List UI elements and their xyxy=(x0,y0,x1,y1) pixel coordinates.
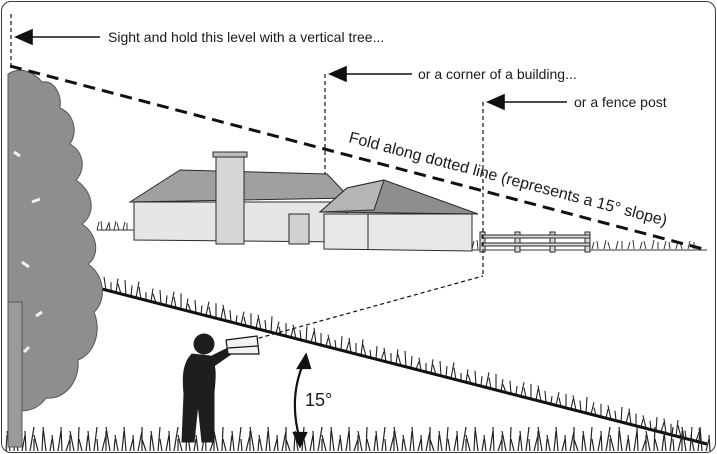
callout-fence: or a fence post xyxy=(574,94,667,110)
angle-arc xyxy=(292,352,312,449)
slope-ground-line xyxy=(101,287,708,446)
tree-icon xyxy=(7,69,103,448)
foreground-grass-icon xyxy=(5,426,711,452)
house-icon xyxy=(128,151,479,252)
person-icon xyxy=(181,333,235,443)
far-grass-icon xyxy=(96,220,695,250)
fence-icon xyxy=(479,231,591,253)
level-device-icon xyxy=(225,335,260,355)
callout-tree: Sight and hold this level with a vertica… xyxy=(108,29,384,45)
callout-building: or a corner of a building... xyxy=(418,66,577,82)
arrow-left-icon xyxy=(14,28,567,111)
fold-dotted-line xyxy=(9,64,708,252)
angle-label: 15° xyxy=(305,390,332,410)
sight-line xyxy=(251,275,484,341)
slope-grass-icon xyxy=(103,276,702,443)
